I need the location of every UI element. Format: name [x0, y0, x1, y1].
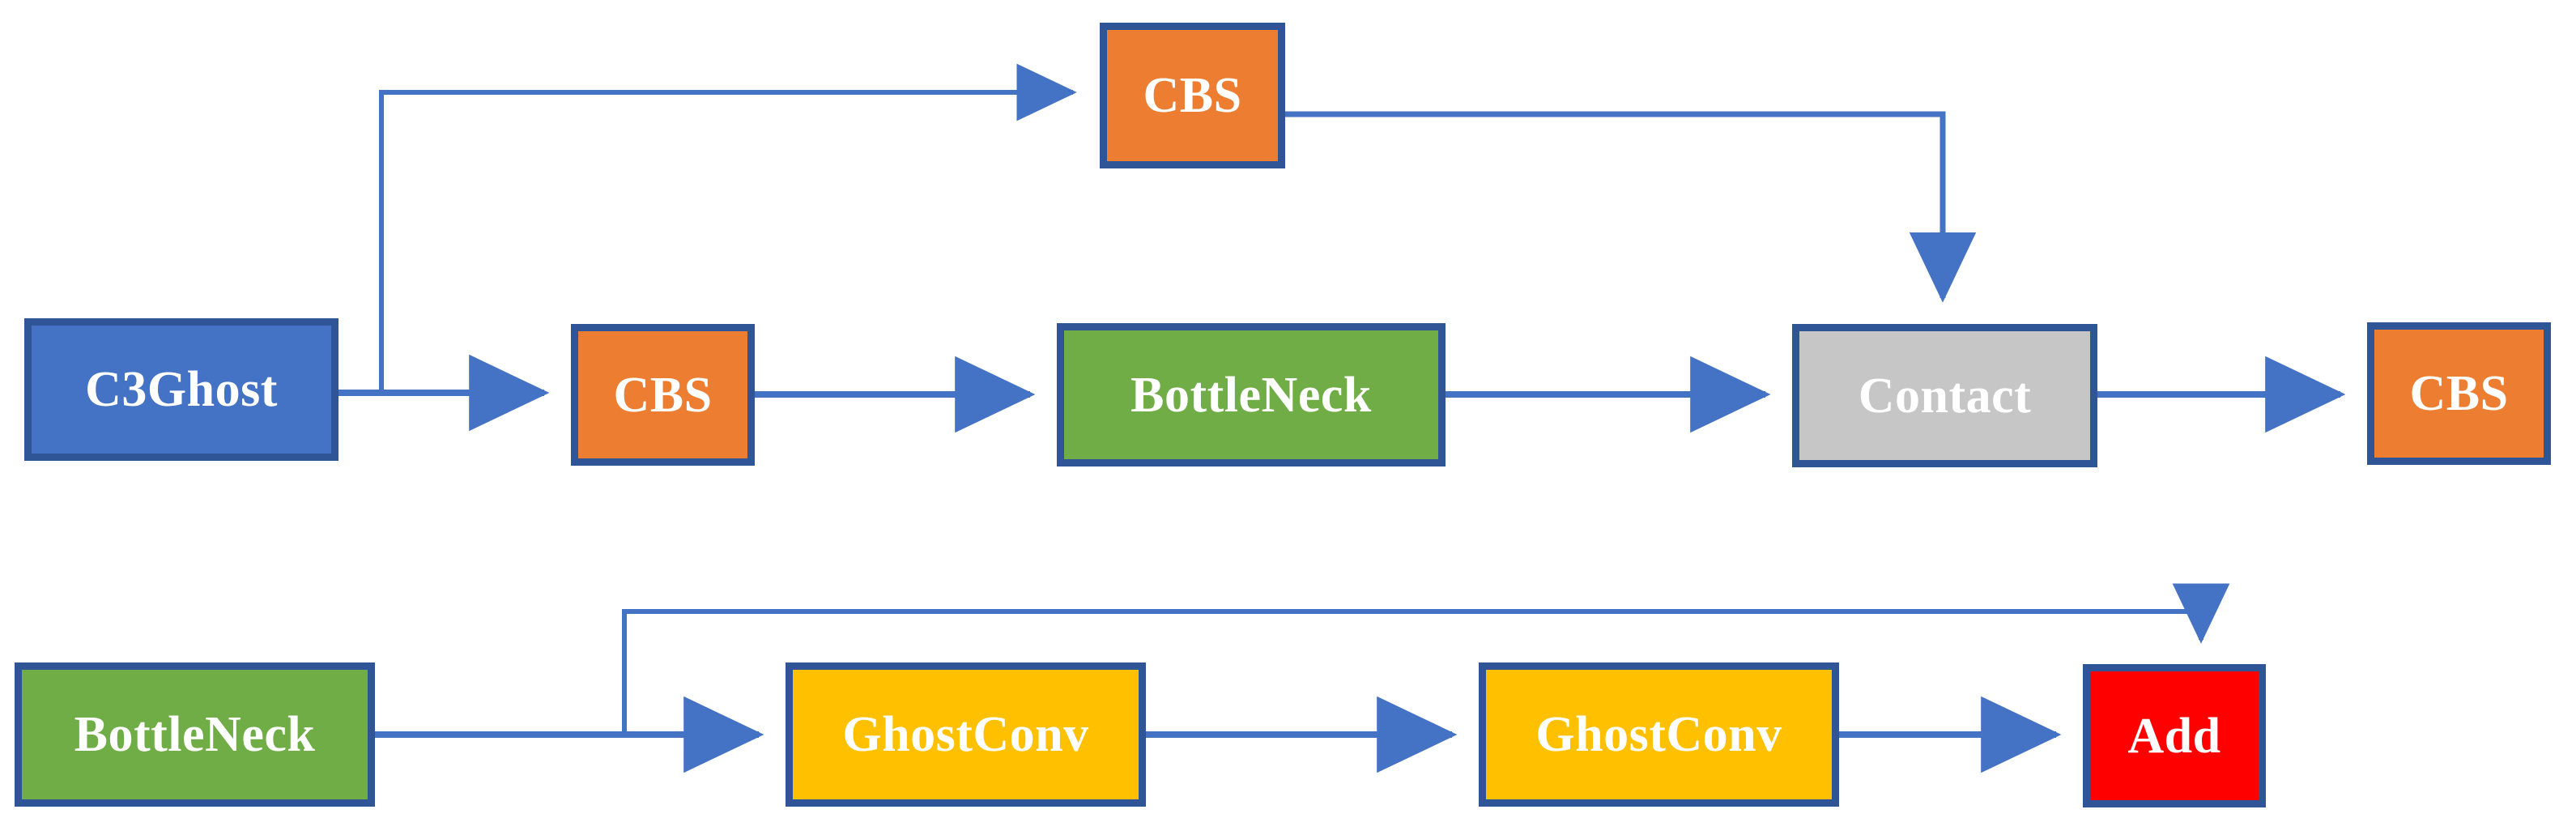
node-ghostconv-2[interactable]: GhostConv — [1479, 662, 1839, 807]
connector-cbs-skip-to-contact — [1285, 111, 1977, 303]
node-contact[interactable]: Contact — [1792, 324, 2097, 467]
node-label-ghostconv-1: GhostConv — [842, 707, 1089, 762]
node-label-contact: Contact — [1858, 368, 2032, 424]
node-ghostconv-1[interactable]: GhostConv — [786, 662, 1146, 807]
node-cbs-out[interactable]: CBS — [2367, 322, 2551, 465]
node-bottleneck-in[interactable]: BottleNeck — [15, 662, 375, 807]
node-label-add: Add — [2127, 708, 2221, 764]
node-add[interactable]: Add — [2083, 664, 2266, 807]
node-label-bottleneck-in: BottleNeck — [74, 707, 316, 762]
node-label-cbs-out: CBS — [2409, 366, 2509, 421]
node-label-cbs-skip-top: CBS — [1143, 68, 1242, 123]
node-label-ghostconv-2: GhostConv — [1535, 707, 1782, 762]
node-bottleneck-main[interactable]: BottleNeck — [1057, 323, 1446, 466]
node-c3ghost[interactable]: C3Ghost — [24, 318, 338, 461]
node-cbs-skip-top[interactable]: CBS — [1100, 23, 1285, 168]
node-label-bottleneck-main: BottleNeck — [1130, 367, 1372, 423]
node-label-cbs-main: CBS — [613, 367, 713, 423]
node-cbs-main[interactable]: CBS — [571, 324, 755, 466]
node-label-c3ghost: C3Ghost — [85, 362, 278, 417]
